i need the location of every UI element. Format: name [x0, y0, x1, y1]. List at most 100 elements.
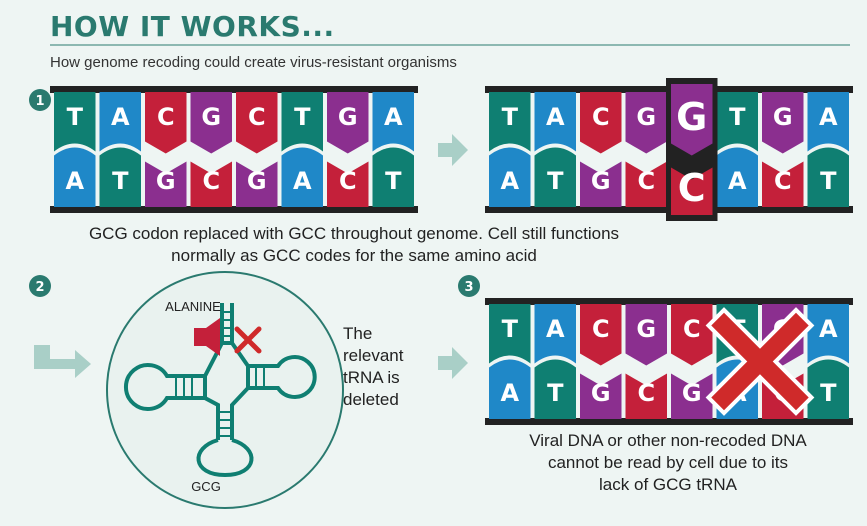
- base-letter: C: [592, 315, 610, 343]
- base-top: [534, 304, 576, 364]
- backbone-bottom: [50, 206, 418, 213]
- base-letter: A: [728, 167, 747, 195]
- base-letter: C: [592, 103, 610, 131]
- base-bottom: [145, 161, 187, 207]
- cross-icon: [711, 312, 809, 411]
- base-top: [807, 304, 849, 364]
- base-top: [625, 304, 667, 366]
- base-letter: T: [729, 103, 746, 131]
- base-bottom: [54, 147, 96, 207]
- step2-text-line4: deleted: [343, 390, 399, 409]
- step2-number: 2: [35, 280, 44, 295]
- base-letter: C: [683, 315, 701, 343]
- step2-side-text: The relevant tRNA is deleted: [343, 324, 404, 409]
- base-top: [580, 92, 622, 154]
- base-top: [716, 92, 758, 152]
- base-bottom: [372, 147, 414, 207]
- base-letter: G: [247, 167, 267, 195]
- backbone-top: [50, 86, 418, 93]
- step3-caption-line1: Viral DNA or other non-recoded DNA: [529, 431, 807, 450]
- base-letter: A: [500, 379, 519, 407]
- base-letter: T: [820, 379, 837, 407]
- base-bottom: [534, 359, 576, 419]
- step3-badge: 3: [458, 275, 480, 297]
- base-bottom: [625, 373, 667, 419]
- base-letter: G: [591, 379, 611, 407]
- backbone-top: [485, 298, 853, 305]
- backbone-bottom: [485, 418, 853, 425]
- base-letter: T: [294, 103, 311, 131]
- base-letter: C: [202, 167, 220, 195]
- base-letter: T: [820, 167, 837, 195]
- base-bottom: [236, 161, 278, 207]
- base-letter: G: [636, 103, 656, 131]
- step2-badge: 2: [29, 275, 51, 297]
- base-top: [190, 92, 232, 154]
- base-letter: C: [157, 103, 175, 131]
- base-letter: G: [682, 379, 702, 407]
- base-letter: G: [201, 103, 221, 131]
- base-top: [625, 92, 667, 154]
- base-letter: A: [819, 315, 838, 343]
- base-letter: G: [338, 103, 358, 131]
- base-top: [236, 92, 278, 154]
- base-bottom: [489, 147, 531, 207]
- step2-text-line3: tRNA is: [343, 368, 400, 387]
- base-top: [54, 92, 96, 152]
- trna-diagram: [106, 271, 344, 509]
- base-bottom: [625, 161, 667, 207]
- base-bottom: [807, 359, 849, 419]
- base-top: [671, 304, 713, 366]
- base-letter: C: [248, 103, 266, 131]
- base-letter: T: [67, 103, 84, 131]
- base-top: [580, 304, 622, 366]
- base-top: [762, 92, 804, 154]
- base-bottom: [327, 161, 369, 207]
- base-letter: G: [773, 103, 793, 131]
- base-bottom: [534, 147, 576, 207]
- base-top: [281, 92, 323, 152]
- base-top: [807, 92, 849, 152]
- base-top: [534, 92, 576, 152]
- base-letter: C: [637, 379, 655, 407]
- anticodon-label: GCG: [191, 479, 221, 494]
- base-top: [99, 92, 141, 152]
- step3-caption-line2: cannot be read by cell due to its: [548, 453, 788, 472]
- base-letter: C: [339, 167, 357, 195]
- base-bottom: [190, 161, 232, 207]
- speaker-muted-icon: [194, 318, 262, 356]
- base-letter: G: [156, 167, 176, 195]
- base-bottom: [807, 147, 849, 207]
- base-letter: A: [65, 167, 84, 195]
- base-bottom: [580, 373, 622, 419]
- step2-text-line1: The: [343, 324, 372, 343]
- base-letter: C: [637, 167, 655, 195]
- base-letter: A: [546, 103, 565, 131]
- base-bottom-highlight: [671, 167, 713, 215]
- page-title: HOW IT WORKS...: [50, 10, 335, 43]
- arrow-right-icon: [438, 347, 468, 379]
- base-letter: T: [385, 167, 402, 195]
- base-bottom: [762, 161, 804, 207]
- base-letter: A: [500, 167, 519, 195]
- base-bottom: [281, 147, 323, 207]
- step1-number: 1: [35, 94, 44, 109]
- step1-caption-line2: normally as GCC codes for the same amino…: [171, 246, 537, 265]
- base-letter: A: [819, 103, 838, 131]
- base-letter: T: [547, 167, 564, 195]
- base-letter: T: [502, 315, 519, 343]
- step3-number: 3: [464, 280, 473, 295]
- page-subtitle: How genome recoding could create virus-r…: [50, 54, 457, 71]
- bent-arrow-icon: [34, 345, 91, 378]
- base-top: [372, 92, 414, 152]
- base-top-highlight: [671, 84, 713, 156]
- base-letter: C: [774, 167, 792, 195]
- base-top: [489, 92, 531, 152]
- step2-text-line2: relevant: [343, 346, 404, 365]
- arrow-right-icon: [438, 134, 468, 166]
- base-letter-highlight: C: [678, 166, 706, 210]
